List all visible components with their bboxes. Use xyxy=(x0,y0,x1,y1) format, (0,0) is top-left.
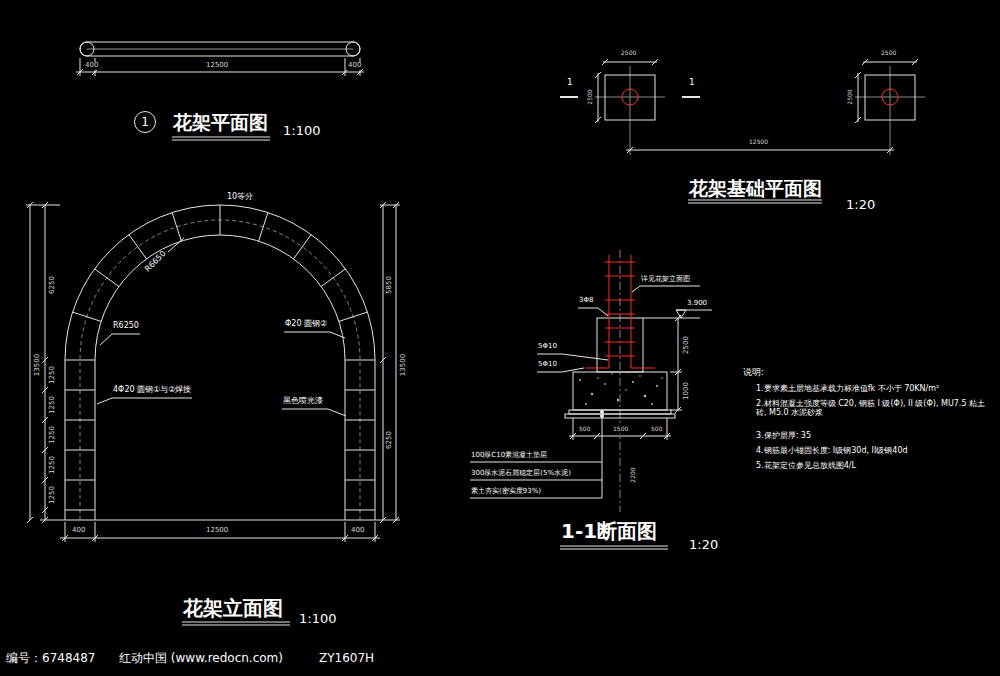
dimension-text: 1250 xyxy=(49,425,57,445)
label-text: 1:100 xyxy=(298,612,337,626)
label-text: 花架基础平面图 xyxy=(688,178,823,199)
dimension-text: 1250 xyxy=(49,455,57,475)
label-text: 1:20 xyxy=(845,198,876,212)
label-text: 黑色喷光漆 xyxy=(282,397,324,406)
label-text: 400 xyxy=(71,527,86,535)
label-text: 5Φ10 xyxy=(537,361,558,369)
label-text: 500 xyxy=(578,426,591,433)
label-text: 300厚水泥石屑稳定层(5%水泥) xyxy=(470,470,572,478)
label-text: 500 xyxy=(650,426,663,433)
label-text: 12500 xyxy=(205,62,229,70)
label-text: 2500 xyxy=(620,50,637,57)
dimension-text: 13500 xyxy=(34,353,42,377)
dimension-text: 6250 xyxy=(386,430,394,450)
index-number: 1 xyxy=(141,116,149,128)
label-text: 1-1断面图 xyxy=(560,520,658,542)
label-text: 详见花架立面图 xyxy=(640,276,691,284)
label-text: 1 xyxy=(566,78,574,88)
dimension-text: 1250 xyxy=(49,485,57,505)
dimension-text: 1250 xyxy=(49,365,57,385)
label-text: 1:100 xyxy=(282,124,321,138)
label-text: R6250 xyxy=(112,322,140,331)
label-text: 2.材料混凝土强度等级 C20, 钢筋 I 级(Φ), II 级(Φ), MU7… xyxy=(755,400,992,418)
label-text: 12500 xyxy=(205,527,229,535)
dimension-text: 1250 xyxy=(49,395,57,415)
label-text: 2500 xyxy=(880,50,897,57)
label-text: 1.要求素土层地基承载力标准值fk 不小于 70KN/m² xyxy=(755,385,940,394)
dimension-text: 2500 xyxy=(683,335,691,355)
index-circle: 1 xyxy=(134,111,156,133)
label-text: 12500 xyxy=(748,139,769,146)
label-text: ZY1607H xyxy=(318,652,375,665)
label-text: 红动中国 (www.redocn.com) xyxy=(118,652,284,665)
label-text: 花架平面图 xyxy=(172,112,269,133)
label-text: 400 xyxy=(350,527,365,535)
dimension-text: 6250 xyxy=(49,275,57,295)
dimension-text: 2500 xyxy=(587,88,594,105)
label-text: 编号：6748487 xyxy=(5,652,96,665)
label-text: 4Φ20 圆钢①与②焊接 xyxy=(112,386,192,395)
label-text: 素土夯实(密实度93%) xyxy=(470,488,542,496)
label-text: 100厚C10素混凝土垫层 xyxy=(470,452,548,460)
dimension-text: 13500 xyxy=(400,353,408,377)
label-text: 说明: xyxy=(742,368,765,378)
label-text: 400 xyxy=(84,62,99,70)
dimension-text: R6650 xyxy=(143,249,169,275)
label-text: 400 xyxy=(347,62,362,70)
label-text: 3Φ8 xyxy=(578,297,594,305)
label-text: 3.保护层厚: 35 xyxy=(755,432,812,441)
label-text: 5Φ10 xyxy=(537,343,558,351)
label-text: 10等分 xyxy=(226,193,254,202)
label-text: 1:20 xyxy=(688,538,719,552)
label-text: 3.900 xyxy=(686,300,708,308)
dimension-text: 5850 xyxy=(386,275,394,295)
label-text: 4.钢筋最小锚固长度: I级钢30d, II级钢40d xyxy=(755,447,909,456)
label-text: 花架立面图 xyxy=(182,597,284,619)
label-text: 1500 xyxy=(612,426,629,433)
label-text: 1 xyxy=(688,78,696,88)
dimension-text: 2500 xyxy=(847,88,854,105)
label-text: 5.花架定位参见总放线图4/L xyxy=(755,462,857,471)
dimension-text: 1000 xyxy=(683,381,691,401)
label-text: Φ20 圆钢② xyxy=(284,320,328,329)
dimension-text: 2200 xyxy=(630,466,637,483)
